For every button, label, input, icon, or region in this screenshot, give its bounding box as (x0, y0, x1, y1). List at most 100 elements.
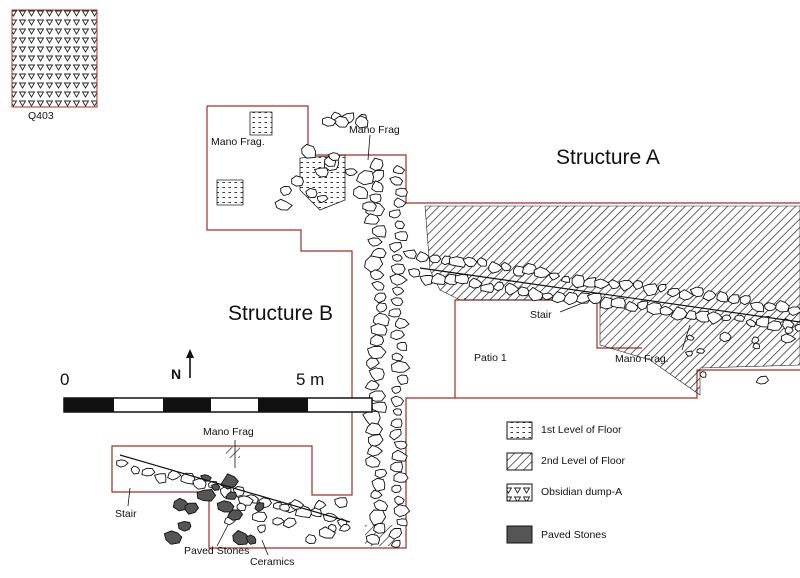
stone (362, 201, 377, 212)
stone (328, 152, 341, 161)
stone (373, 522, 386, 534)
stone (364, 255, 384, 273)
stone (355, 115, 369, 129)
stone (586, 292, 602, 305)
structure-outline-upper (207, 105, 800, 204)
stone (391, 352, 404, 361)
stone (391, 360, 411, 373)
stone (388, 528, 403, 540)
stone (344, 168, 358, 177)
stone (784, 326, 794, 334)
stone (696, 348, 706, 354)
stone (396, 518, 408, 527)
stone (389, 176, 404, 186)
stone (392, 164, 406, 175)
stone (394, 495, 405, 505)
stone (689, 286, 704, 298)
stone (388, 308, 402, 318)
stone (625, 300, 639, 312)
stone (504, 282, 520, 296)
stone (363, 213, 380, 225)
legend-second-level-label: 2nd Level of Floor (541, 455, 626, 467)
stone (301, 143, 316, 159)
stone (678, 289, 695, 301)
stone (282, 517, 297, 529)
stone (391, 286, 405, 296)
stone (154, 473, 167, 484)
structure-outline-left (111, 106, 800, 549)
stone (391, 386, 402, 395)
stone (749, 301, 765, 313)
stone (686, 334, 695, 341)
stone (419, 275, 436, 286)
first-level-floor-2 (249, 111, 273, 136)
stone (369, 193, 382, 204)
stone (430, 272, 448, 285)
stone (787, 306, 800, 317)
stair-b-label: Stair (115, 508, 137, 520)
stone (391, 254, 403, 262)
stone (280, 186, 293, 197)
mano-frag-top-left-label: Mano Frag. (211, 136, 265, 148)
stone (694, 310, 711, 323)
stone (366, 444, 384, 457)
stone (338, 523, 351, 532)
second-level-floor-small-2 (226, 447, 240, 458)
stone (734, 314, 746, 322)
stone (719, 331, 732, 343)
stone (279, 503, 290, 512)
stone (716, 290, 729, 303)
stone (706, 311, 723, 325)
stone (369, 334, 385, 347)
stone (745, 318, 757, 327)
stone (755, 315, 770, 328)
stone (334, 497, 348, 509)
stone (500, 261, 512, 272)
stone (752, 342, 761, 350)
leader-stair-b (127, 487, 131, 507)
paved-stone (227, 509, 244, 521)
stone (365, 533, 381, 545)
stone (366, 345, 387, 360)
stone (521, 262, 538, 275)
stone (371, 477, 386, 492)
paved-stone (254, 502, 265, 513)
stone (371, 180, 384, 193)
legend-swatch-first-level (506, 421, 533, 440)
stone (560, 275, 571, 283)
stones (116, 111, 800, 548)
stair-line-a (419, 267, 800, 323)
stone (394, 317, 410, 329)
stone (353, 185, 369, 200)
stone (632, 280, 644, 290)
mano-frag-top-label: Mano Frag (349, 124, 400, 136)
stone (373, 292, 387, 304)
scale-bar (63, 397, 373, 413)
stone (390, 297, 404, 306)
stone (355, 170, 375, 186)
stone (370, 247, 387, 259)
paved-stones-area (163, 473, 265, 546)
stone (274, 198, 293, 211)
stone (313, 499, 327, 510)
stone (468, 277, 483, 289)
stone (373, 499, 389, 511)
patio-label: Patio 1 (474, 352, 507, 364)
legend-swatch-obsidian (506, 483, 533, 502)
stone (272, 517, 286, 526)
legend-paved-label: Paved Stones (541, 529, 607, 541)
legend-swatch-second-level (506, 452, 533, 471)
stone (369, 269, 385, 281)
structure-a-label: Structure A (556, 146, 660, 169)
stone (684, 310, 698, 320)
stone (390, 418, 403, 429)
stone (582, 276, 597, 288)
stair-line-b (119, 454, 351, 523)
stone (389, 273, 408, 286)
stone (390, 461, 403, 473)
stone (365, 422, 383, 436)
stone (721, 314, 732, 322)
stone (389, 428, 402, 441)
stone (390, 395, 405, 408)
